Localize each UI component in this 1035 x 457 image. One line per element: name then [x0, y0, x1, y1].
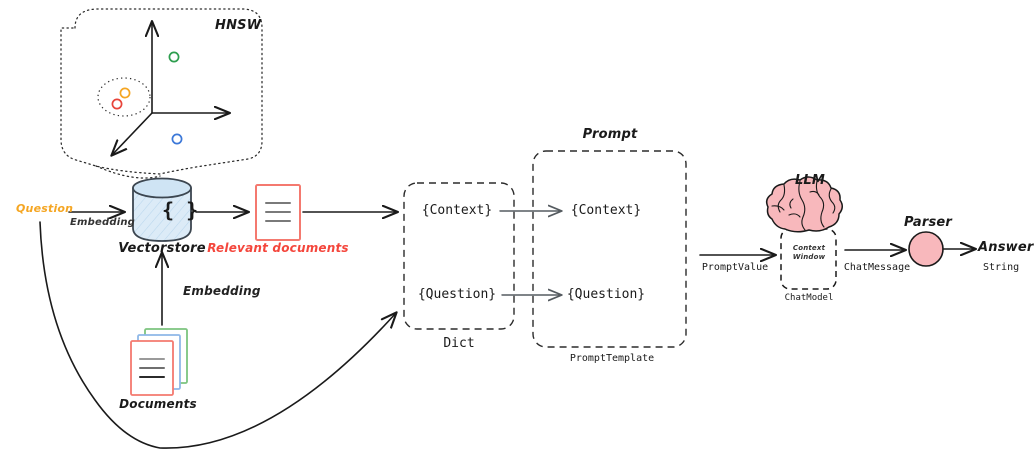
vectorstore-glyph: { } [162, 198, 199, 222]
vectorstore-label: Vectorstore [118, 241, 206, 256]
dict-question-label: {Question} [417, 287, 497, 302]
brain-icon [765, 176, 843, 233]
hnsw-cluster-ellipse [97, 77, 151, 117]
chat-message-label: ChatMessage [843, 262, 911, 273]
hnsw-callout-outline [60, 8, 263, 179]
hnsw-axes [112, 22, 229, 155]
parser-node [908, 231, 944, 267]
context-window-line1: Context [792, 244, 826, 252]
llm-label: LLM [794, 173, 826, 188]
prompt-context-label: {Context} [570, 203, 642, 218]
vectorstore-cylinder [132, 177, 192, 242]
hnsw-points [111, 51, 183, 145]
context-window-line2: Window [792, 253, 826, 261]
prompt-box [532, 150, 687, 348]
dot-orange [119, 87, 131, 99]
dot-red [111, 98, 123, 110]
dict-box [403, 182, 515, 330]
embedding-query-label: Embedding [70, 217, 136, 228]
relevant-documents-label: Relevant documents [207, 241, 349, 255]
question-label: Question [16, 202, 74, 215]
answer-label: Answer [978, 240, 1034, 255]
prompt-question-label: {Question} [566, 287, 646, 302]
parser-label: Parser [903, 215, 953, 230]
dict-context-label: {Context} [421, 203, 493, 218]
answer-type-label: String [983, 262, 1020, 273]
hnsw-label: HNSW [215, 18, 262, 33]
documents-label: Documents [119, 397, 197, 411]
context-window-box [780, 228, 837, 290]
connectors [39, 212, 975, 449]
inner-connectors [499, 211, 561, 295]
embedding-docs-label: Embedding [183, 284, 261, 298]
prompt-value-label: PromptValue [701, 262, 769, 273]
arrow-question-curve-to-dict [39, 221, 396, 449]
dot-blue [171, 133, 183, 145]
dot-green [168, 51, 180, 63]
prompt-label: Prompt [582, 127, 638, 142]
relevant-document-page [255, 184, 301, 241]
prompt-template-label: PromptTemplate [569, 353, 655, 364]
documents-stack [130, 328, 188, 396]
dict-label: Dict [443, 336, 475, 351]
chat-model-label: ChatModel [784, 293, 834, 303]
